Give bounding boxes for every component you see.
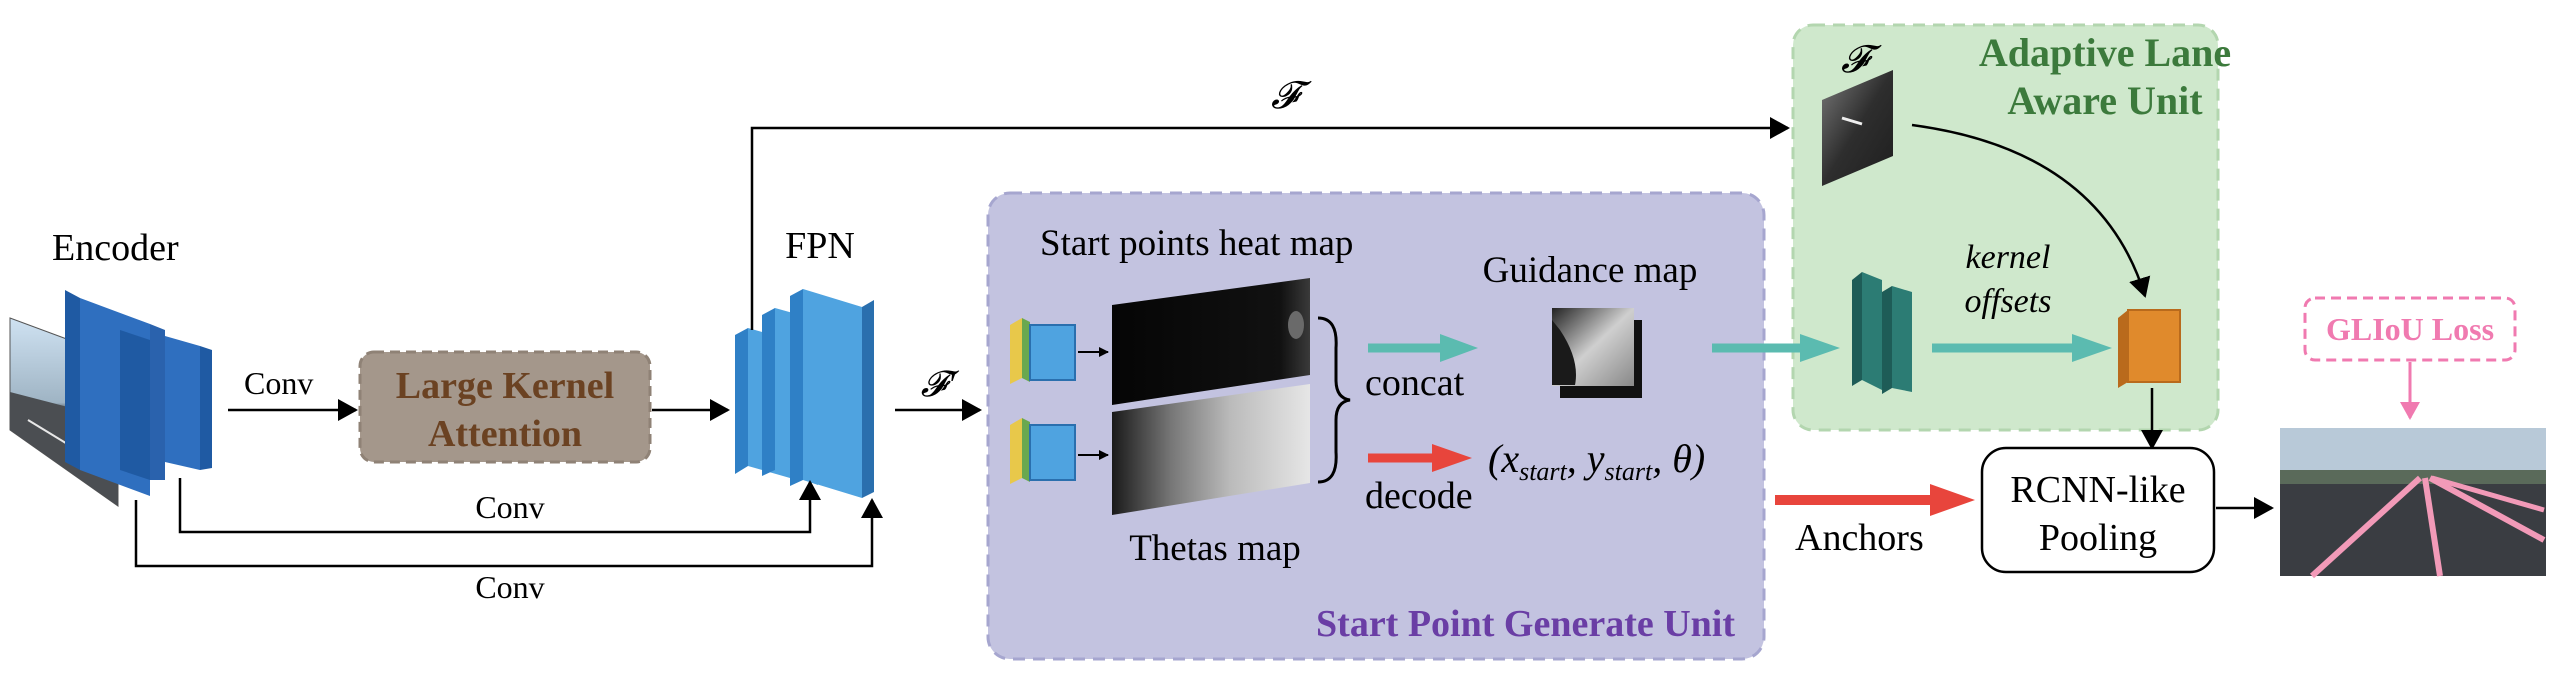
anchors-label: Anchors xyxy=(1795,517,1924,559)
brace xyxy=(1317,316,1351,484)
conv-label-top: Conv xyxy=(244,365,313,401)
concat-arrow-head xyxy=(1440,334,1478,362)
kernel-offsets-arrow-head xyxy=(2072,334,2112,362)
f-top-label: 𝓕 xyxy=(1271,75,1312,117)
rcnn-line2: Pooling xyxy=(2039,517,2157,559)
guidance-map-image xyxy=(1552,308,1642,398)
f-to-orange-curve-arrow xyxy=(1911,123,2151,298)
conv-head-top xyxy=(1010,318,1076,384)
conv-head-bottom xyxy=(1010,418,1076,484)
conv-skip-bottom xyxy=(134,498,883,568)
alau-conv-block xyxy=(1852,272,1912,394)
decode-arrow-head xyxy=(1432,444,1472,472)
encoder-blocks xyxy=(65,290,212,496)
gliou-loss-label: GLIoU Loss xyxy=(2326,311,2494,347)
alau-title-line2: Aware Unit xyxy=(2007,78,2203,123)
rcnn-pooling-box xyxy=(1980,446,2216,574)
alau-title-line1: Adaptive Lane xyxy=(1979,30,2231,75)
thetas-title: Thetas map xyxy=(1129,528,1301,569)
encoder-label: Encoder xyxy=(52,227,179,269)
heatmap-title: Start points heat map xyxy=(1040,223,1353,264)
lka-line2: Attention xyxy=(428,413,582,455)
guidance-to-alau-arrow-head xyxy=(1800,334,1840,362)
offsets-label: offsets xyxy=(1965,283,2052,320)
fpn-label: FPN xyxy=(785,225,855,267)
gliou-loss-box xyxy=(2303,296,2517,362)
guidance-title: Guidance map xyxy=(1483,250,1698,291)
large-kernel-attention-box xyxy=(358,350,652,464)
rcnn-line1: RCNN-like xyxy=(2010,469,2185,511)
feature-map-image xyxy=(1822,70,1893,186)
start-points-heatmap-image xyxy=(1112,278,1310,405)
heatmap-bright-spot xyxy=(1288,311,1304,339)
output-lane-image xyxy=(2280,428,2546,579)
lka-line1: Large Kernel xyxy=(396,365,614,407)
fpn-blocks xyxy=(735,289,874,498)
decode-label: decode xyxy=(1365,475,1473,517)
concat-label: concat xyxy=(1365,362,1465,404)
f-feature-arrow xyxy=(750,117,1790,330)
orange-feature-block xyxy=(2118,309,2181,388)
spgu-title: Start Point Generate Unit xyxy=(1316,603,1735,645)
anchors-arrow-head xyxy=(1930,484,1975,516)
conv-skip-middle xyxy=(178,478,821,534)
conv-label-bottom: Conv xyxy=(475,569,544,605)
thetas-map-image xyxy=(1112,384,1310,515)
decode-output: (xstart, ystart, θ) xyxy=(1488,436,1705,486)
f-prime-label: 𝓕′ xyxy=(921,364,960,404)
kernel-label: kernel xyxy=(1966,239,2051,276)
conv-label-middle: Conv xyxy=(475,489,544,525)
